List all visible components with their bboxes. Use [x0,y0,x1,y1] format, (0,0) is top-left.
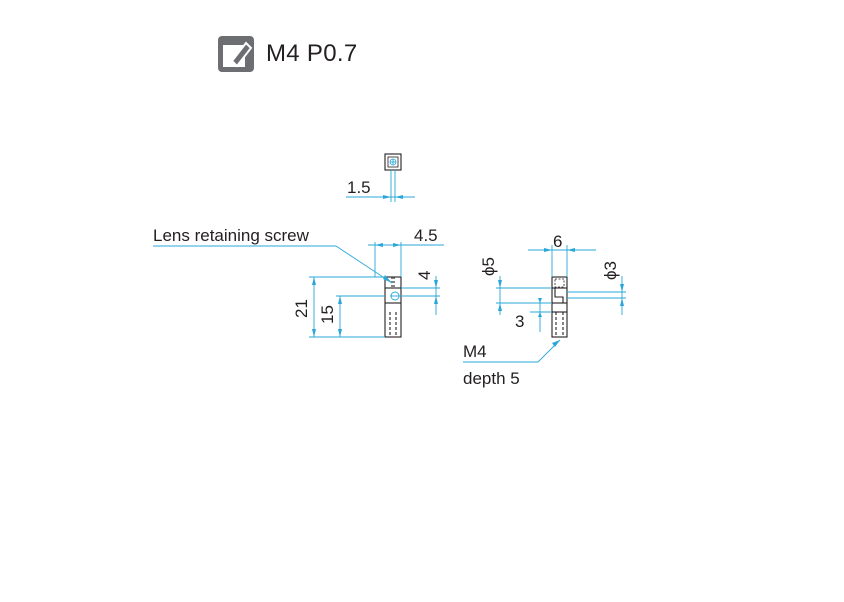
page-title: M4 P0.7 [266,40,358,67]
dim-front-width: 6 [553,232,562,251]
dim-side-width: 4.5 [414,226,438,245]
dim-side-offset: 4 [415,271,434,280]
dim-diameter-right: ϕ3 [601,261,620,280]
top-view-outline [384,153,402,171]
dim-top-width: 1.5 [347,178,371,197]
dim-total-height: 21 [292,299,311,318]
dim-lower-height: 15 [318,305,337,324]
callout-screw: Lens retaining screw [153,226,310,245]
top-view: 1.5 [346,153,415,202]
header: M4 P0.7 [218,36,357,72]
side-view-outline [384,276,402,338]
callout-thread: M4 [463,342,487,361]
callout-thread-depth: depth 5 [463,369,520,388]
side-view: 4.5 Lens retaining screw 4 21 15 [153,226,444,338]
dim-diameter-left: ϕ5 [479,257,498,276]
front-view: 6 ϕ5 ϕ3 3 M4 depth 5 [463,232,626,388]
mount-screw-icon [218,36,254,72]
dim-slot: 3 [515,312,524,331]
front-view-outline [551,276,568,338]
